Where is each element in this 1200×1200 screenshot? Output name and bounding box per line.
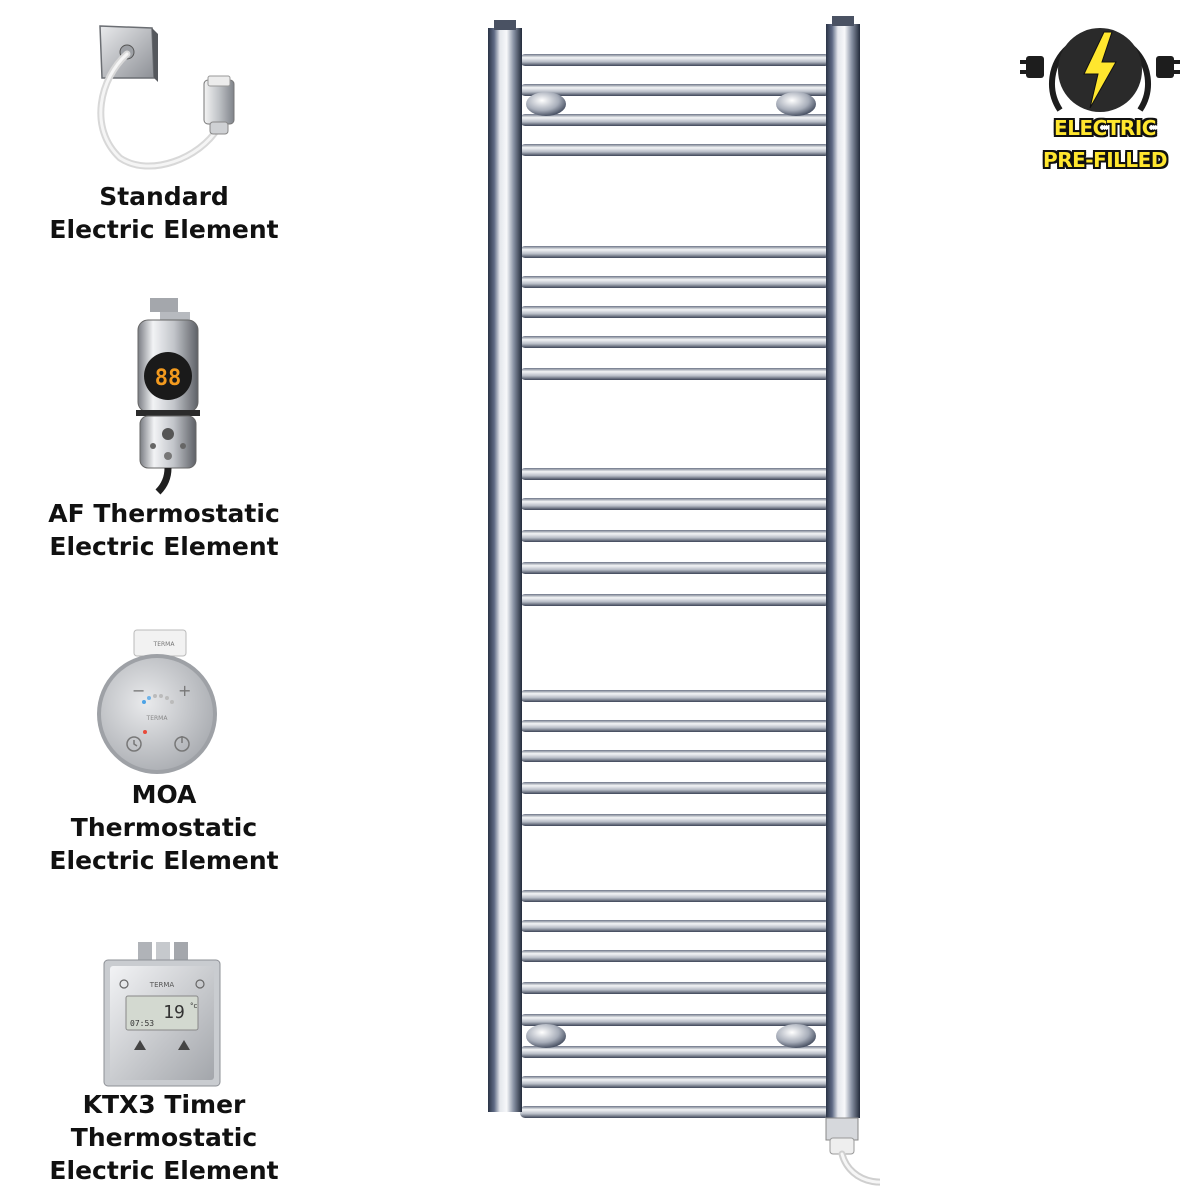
plug-right-icon — [1156, 56, 1180, 78]
rail-crossbar — [520, 468, 830, 480]
rail-crossbar — [520, 720, 830, 732]
rail-crossbar — [520, 84, 830, 96]
bottom-brackets — [526, 1024, 816, 1048]
caption-line: Electric Element — [49, 532, 279, 561]
ktx3-element-caption: KTX3 Timer Thermostatic Electric Element — [14, 1088, 314, 1187]
caption-line: MOA — [131, 780, 197, 809]
rail-crossbar — [520, 750, 830, 762]
ktx3-brand: TERMA — [149, 981, 175, 989]
moa-element-caption: MOA Thermostatic Electric Element — [14, 778, 314, 877]
rail-crossbar — [520, 814, 830, 826]
af-thermostatic-element-image: 88 — [136, 298, 200, 495]
rail-crossbar — [520, 782, 830, 794]
badge-electric-label: ELECTRIC — [1054, 116, 1156, 140]
rail-crossbar — [520, 950, 830, 962]
caption-line: Thermostatic — [70, 813, 258, 842]
standard-electric-element-image — [97, 25, 235, 170]
moa-thermostatic-element-image: TERMA − + TERMA — [97, 629, 217, 774]
caption-line: KTX3 Timer — [82, 1090, 246, 1119]
af-element-caption: AF Thermostatic Electric Element — [14, 497, 314, 563]
rail-crossbar — [520, 530, 830, 542]
left-rail-post — [488, 28, 522, 1112]
rail-crossbar — [520, 1046, 830, 1058]
rail-crossbar — [520, 920, 830, 932]
standard-element-caption: Standard Electric Element — [14, 180, 314, 246]
rail-crossbar — [520, 54, 830, 66]
badge-prefilled-label: PRE-FILLED — [1043, 148, 1167, 172]
svg-text:+: + — [178, 681, 191, 700]
rail-crossbar — [520, 982, 830, 994]
electric-badge-icon — [1020, 28, 1180, 112]
top-brackets — [526, 92, 816, 116]
rail-crossbar — [520, 498, 830, 510]
caption-line: AF Thermostatic — [48, 499, 280, 528]
rail-crossbar — [520, 1106, 830, 1118]
rail-crossbar — [520, 562, 830, 574]
caption-line: Electric Element — [49, 846, 279, 875]
moa-brand-face: TERMA — [146, 715, 169, 722]
rail-crossbar — [520, 336, 830, 348]
rail-crossbar — [520, 276, 830, 288]
rail-crossbar — [520, 246, 830, 258]
ktx3-unit: °c — [190, 1002, 198, 1010]
right-rail-post — [826, 24, 860, 1118]
towel-rail-image — [488, 16, 880, 1186]
ktx3-thermostatic-element-image: TERMA 19 °c 07:53 — [103, 942, 221, 1087]
rail-crossbar — [520, 594, 830, 606]
caption-line: Electric Element — [49, 215, 279, 244]
rail-crossbars — [520, 54, 830, 1118]
af-display-digits: 88 — [155, 366, 182, 391]
rail-crossbar — [520, 1076, 830, 1088]
ktx3-temp: 19 — [163, 1002, 185, 1023]
rail-crossbar — [520, 306, 830, 318]
ktx3-time: 07:53 — [130, 1019, 154, 1028]
plug-left-icon — [1020, 56, 1044, 78]
rail-crossbar — [520, 114, 830, 126]
svg-text:−: − — [132, 681, 145, 700]
rail-crossbar — [520, 690, 830, 702]
rail-crossbar — [520, 1014, 830, 1026]
caption-line: Standard — [99, 182, 229, 211]
caption-line: Thermostatic — [70, 1123, 258, 1152]
rail-crossbar — [520, 890, 830, 902]
rail-crossbar — [520, 368, 830, 380]
rail-crossbar — [520, 144, 830, 156]
moa-brand-top: TERMA — [153, 641, 176, 648]
caption-line: Electric Element — [49, 1156, 279, 1185]
